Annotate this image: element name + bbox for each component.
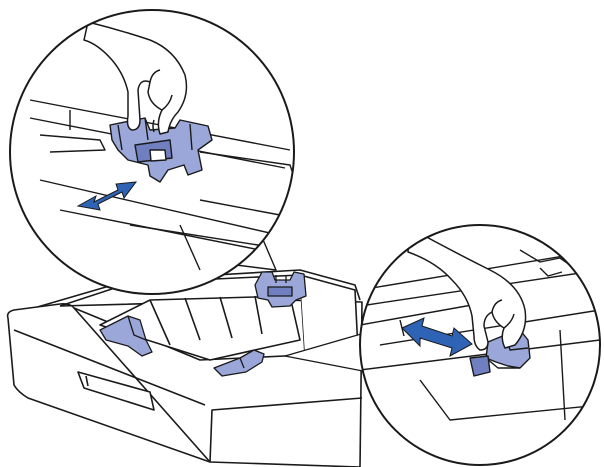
paper-tray: [6, 269, 363, 467]
front-width-guide-left: [99, 315, 153, 357]
front-width-guide-right: [213, 349, 265, 377]
zoom-callout-top-left: [9, 9, 295, 295]
callout-pointer-bottom: [284, 331, 369, 373]
double-arrow-left: [76, 181, 138, 211]
zoom-callout-bottom-right: [359, 224, 601, 466]
hand-pinching-guide-top: [83, 21, 188, 135]
hand-pinching-guide-bottom: [407, 227, 527, 351]
double-arrow-right: [401, 317, 473, 357]
rear-length-guide: [254, 271, 307, 308]
